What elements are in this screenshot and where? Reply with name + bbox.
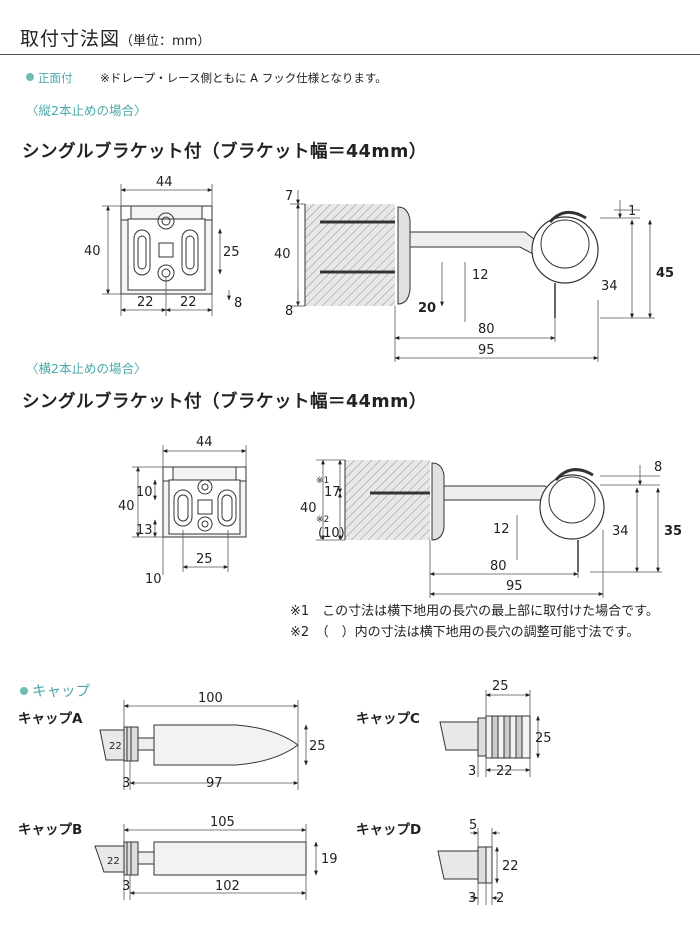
dim-13: 13: [136, 523, 153, 538]
dim-40: 40: [84, 244, 101, 259]
dim-40-h: 40: [118, 499, 135, 514]
dim-17: 17: [324, 485, 341, 500]
bullet-icon: [26, 73, 34, 81]
bullet-icon: [20, 687, 28, 695]
horizontal-heading: シングルブラケット付（ブラケット幅＝44mm）: [22, 392, 427, 412]
cap-c-drawing: [439, 715, 531, 759]
cap-b-105: 105: [210, 815, 235, 830]
dim-44-h: 44: [196, 435, 213, 450]
caps-title-row: キャップ: [20, 680, 90, 701]
dim-12-h: 12: [493, 522, 510, 537]
dim-8-h: 8: [654, 460, 662, 475]
horizontal-notes: ※1 この寸法は横下地用の長穴の最上部に取付けた場合です。 ※2 （ ）内の寸法…: [290, 601, 659, 643]
dim-8-side: 8: [285, 304, 293, 319]
h-front-view: [162, 466, 247, 538]
dim-10p: (10): [318, 526, 345, 541]
title-divider: [0, 54, 700, 55]
cap-b-drawing: [94, 841, 307, 876]
dim-12: 12: [472, 268, 489, 283]
dim-10b: 10: [145, 572, 162, 587]
h-front-dims: [132, 445, 247, 575]
h-side-dims: [316, 459, 662, 598]
page-title: 取付寸法図（単位：mm）: [20, 28, 211, 50]
cap-a-3: 3: [122, 776, 130, 791]
dim-22b: 22: [180, 295, 197, 310]
dim-1: 1: [628, 204, 636, 219]
dim-8: 8: [234, 296, 242, 311]
cap-a-dims: [123, 700, 308, 790]
dim-95: 95: [478, 343, 495, 358]
cap-c-3: 3: [468, 764, 476, 779]
v-front-view: [120, 205, 213, 295]
cap-b-3: 3: [122, 879, 130, 894]
dim-10a: 10: [136, 485, 153, 500]
cap-a-drawing: [99, 724, 299, 766]
vertical-subtitle: 〈縦2本止めの場合〉: [26, 103, 147, 118]
dim-34: 34: [601, 279, 618, 294]
cap-c-label: キャップC: [356, 711, 420, 727]
cap-d-5: 5: [469, 818, 477, 833]
cap-d-2: 2: [496, 891, 504, 906]
dim-45: 45: [656, 266, 674, 281]
mark-2: ※2: [316, 515, 329, 525]
v-side-view: [304, 204, 599, 318]
v-side-dims: [290, 190, 655, 362]
horizontal-subtitle: 〈横2本止めの場合〉: [26, 361, 147, 376]
dim-80: 80: [478, 322, 495, 337]
front-note-row: 正面付 ※ドレープ・レース側ともに A フック仕様となります。: [26, 70, 387, 86]
cap-a-22: 22: [109, 741, 122, 752]
cap-a-25: 25: [309, 739, 326, 754]
cap-b-22: 22: [107, 856, 120, 867]
dim-40-side: 40: [274, 247, 291, 262]
dim-95-h: 95: [506, 579, 523, 594]
mark-1: ※1: [316, 476, 329, 486]
cap-a-97: 97: [206, 776, 223, 791]
dim-44: 44: [156, 175, 173, 190]
front-label: 正面付: [38, 71, 73, 85]
cap-d-3: 3: [468, 891, 476, 906]
caps-title: キャップ: [32, 684, 90, 700]
cap-c-25-top: 25: [492, 679, 509, 694]
cap-b-102: 102: [215, 879, 240, 894]
dim-7: 7: [285, 189, 293, 204]
dim-22a: 22: [137, 295, 154, 310]
cap-d-label: キャップD: [356, 822, 421, 838]
dim-80-h: 80: [490, 559, 507, 574]
note-1: ※1 この寸法は横下地用の長穴の最上部に取付けた場合です。: [290, 604, 659, 619]
cap-d-dims: [470, 828, 500, 905]
dim-35: 35: [664, 524, 682, 539]
cap-d-22: 22: [502, 859, 519, 874]
v-front-dims: [102, 184, 231, 316]
h-side-view: [344, 460, 605, 572]
vertical-heading: シングルブラケット付（ブラケット幅＝44mm）: [22, 142, 427, 162]
dim-40-hs: 40: [300, 501, 317, 516]
cap-c-dims: [477, 690, 540, 777]
cap-b-label: キャップB: [18, 822, 82, 838]
note-2: ※2 （ ）内の寸法は横下地用の長穴の調整可能寸法です。: [290, 625, 640, 640]
cap-b-dims: [123, 824, 318, 900]
cap-a-100: 100: [198, 691, 223, 706]
unit-note: （単位：mm）: [120, 34, 211, 49]
cap-d-drawing: [437, 846, 493, 884]
front-note: ※ドレープ・レース側ともに A フック仕様となります。: [100, 71, 387, 85]
cap-c-25: 25: [535, 731, 552, 746]
cap-c-22: 22: [496, 764, 513, 779]
cap-b-19: 19: [321, 852, 338, 867]
dim-34-h: 34: [612, 524, 629, 539]
cap-a-label: キャップA: [18, 711, 83, 727]
dim-20: 20: [418, 301, 436, 316]
dim-25: 25: [223, 245, 240, 260]
dim-25-h: 25: [196, 552, 213, 567]
